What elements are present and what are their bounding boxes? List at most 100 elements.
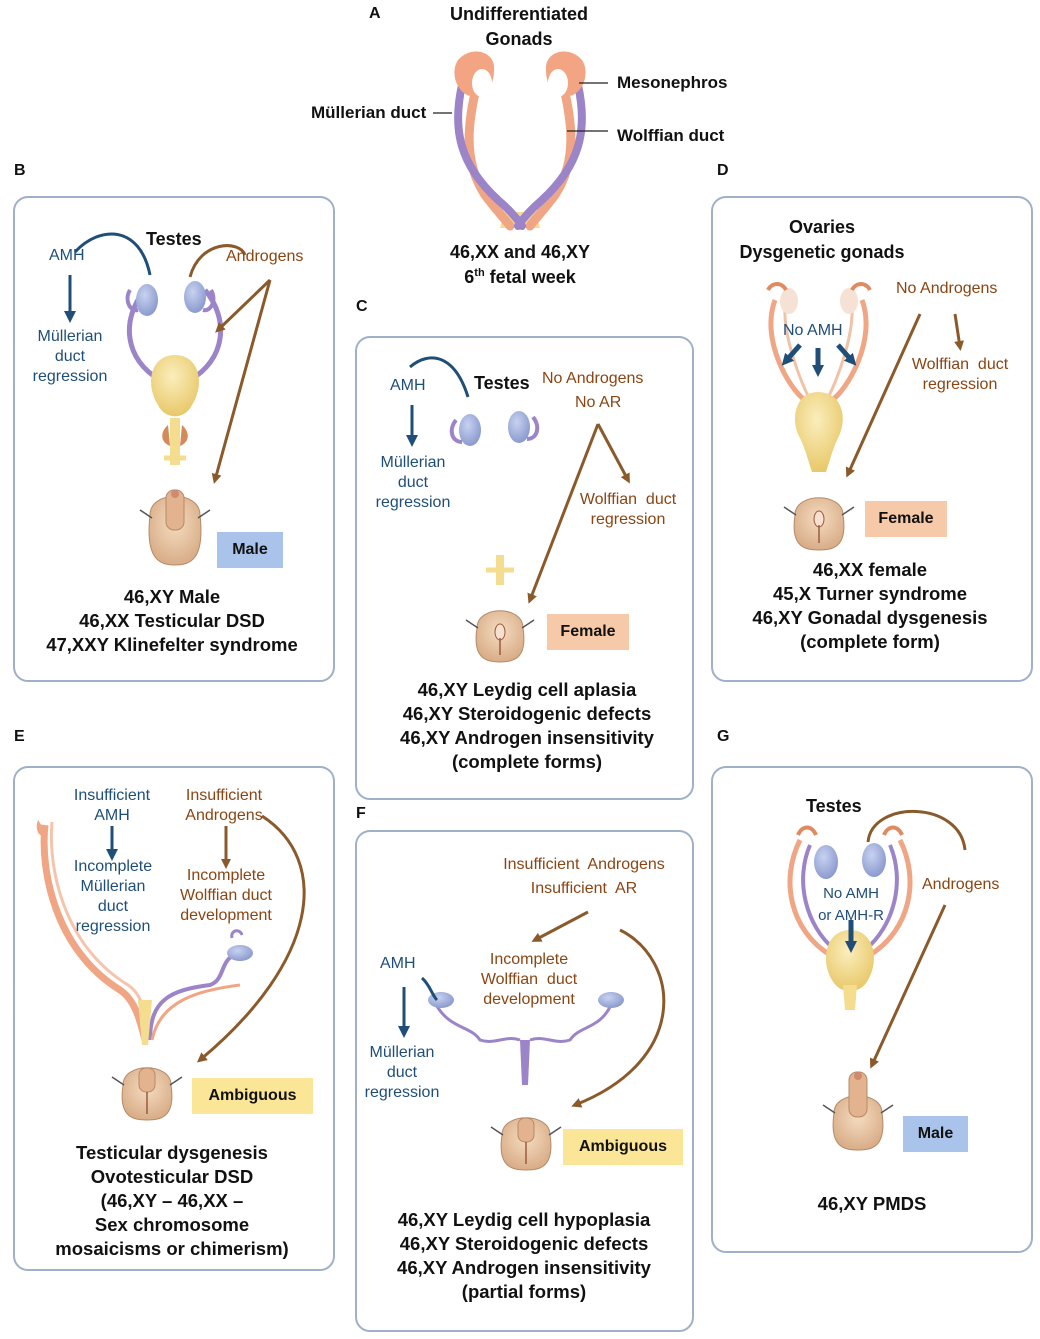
panel-d-title-line2: Dysgenetic gonads: [739, 242, 905, 262]
panel-f-mullerian-line3: regression: [364, 1084, 440, 1101]
panel-f-caption-line: 46,XY Steroidogenic defects: [399, 1233, 649, 1254]
panel-b-caption-line: 46,XY Male: [123, 586, 221, 607]
panel-c-no-ar: No AR: [575, 394, 622, 411]
panel-e-insuff-amh-line1: Insufficient: [73, 787, 151, 804]
panel-g-no-amh-line2: or AMH-R: [818, 907, 884, 924]
panel-f-caption: 46,XY Leydig cell hypoplasia 46,XY Stero…: [397, 1208, 651, 1304]
panel-b-arrows: [64, 232, 272, 484]
panel-e-incomplete-wol-line1: Incomplete: [186, 867, 266, 884]
panel-b-testes: Testes: [146, 229, 202, 249]
panel-d-caption-line: 45,X Turner syndrome: [773, 583, 967, 604]
panel-f-incomplete-line2: Wolffian duct: [480, 971, 578, 988]
panel-c-testes: Testes: [474, 373, 530, 393]
panel-g-letter: G: [717, 728, 730, 745]
panel-f-badge-ambiguous: Ambiguous: [563, 1129, 683, 1165]
panel-b-badge-male: Male: [217, 532, 283, 568]
panel-c-letter: C: [356, 298, 368, 315]
panel-b-genitalia: [139, 489, 211, 566]
panel-a-leaders: [433, 82, 608, 132]
label-wolffian-duct: Wolffian duct: [617, 126, 725, 145]
panel-g-frame: [711, 766, 1033, 1253]
panel-a-letter: A: [369, 5, 381, 22]
panel-d-badge-female: Female: [865, 501, 947, 537]
panel-a-anatomy: [454, 51, 586, 231]
panel-b-androgens: Androgens: [226, 248, 304, 265]
panel-f-incomplete-line1: Incomplete: [489, 951, 569, 968]
panel-e-arrows: [106, 814, 306, 1063]
panel-b-mullerian-line1: Müllerian: [37, 328, 103, 345]
panel-d-letter: D: [717, 162, 729, 179]
panel-e-incomplete-mul-line3: duct: [97, 898, 129, 915]
panel-b-caption-line: 47,XXY Klinefelter syndrome: [46, 634, 298, 655]
panel-f-insuff-androgens: Insufficient Androgens: [503, 856, 665, 873]
panel-a-title-line2: Gonads: [485, 29, 553, 49]
panel-f-insuff-ar: Insufficient AR: [530, 880, 638, 897]
panel-d-frame: [711, 196, 1033, 682]
panel-e-incomplete-mul-line4: regression: [75, 918, 151, 935]
panel-c-arrows: [406, 356, 630, 604]
panel-b-amh: AMH: [49, 247, 85, 264]
panel-c-mullerian-line3: regression: [375, 494, 451, 511]
panel-e-incomplete-mul-line1: Incomplete: [73, 858, 153, 875]
panel-g-caption-line: 46,XY PMDS: [817, 1193, 927, 1214]
panel-f-caption-line: (partial forms): [461, 1281, 587, 1302]
panel-c-badge-female: Female: [547, 614, 629, 650]
panel-d-no-amh: No AMH: [783, 322, 843, 339]
panel-b-caption-line: 46,XX Testicular DSD: [79, 610, 265, 631]
panel-d-caption-line: 46,XY Gonadal dysgenesis: [752, 607, 988, 628]
panel-e-caption: Testicular dysgenesis Ovotesticular DSD …: [55, 1141, 288, 1261]
panel-c-caption: 46,XY Leydig cell aplasia 46,XY Steroido…: [400, 678, 654, 774]
panel-c-no-androgens: No Androgens: [542, 370, 644, 387]
panel-e-caption-line: (46,XY – 46,XX –: [100, 1190, 244, 1211]
label-mesonephros: Mesonephros: [617, 73, 728, 92]
panel-g-badge-male: Male: [903, 1116, 968, 1152]
panel-c-caption-line: 46,XY Steroidogenic defects: [402, 703, 652, 724]
panel-e-caption-line: Ovotesticular DSD: [90, 1166, 254, 1187]
panel-d-wolffian-line1: Wolffian duct: [911, 356, 1009, 373]
panel-g-arrows: [845, 810, 967, 1069]
panel-c-wolffian-line1: Wolffian duct: [579, 491, 677, 508]
panel-e-anatomy: [36, 820, 253, 1045]
panel-d-arrows: [781, 313, 965, 478]
panel-e-letter: E: [14, 728, 25, 745]
panel-e-incomplete-wol-line3: development: [180, 907, 272, 924]
panel-e-incomplete-mul-line2: Müllerian: [80, 878, 146, 895]
panel-e-caption-line: Sex chromosome: [94, 1214, 250, 1235]
panel-c-wolffian-line2: regression: [590, 511, 666, 528]
panel-c-genitalia: [465, 610, 535, 663]
panel-f-arrows: [398, 910, 666, 1108]
panel-f-anatomy: [428, 992, 624, 1085]
panel-e-badge-ambiguous: Ambiguous: [192, 1078, 313, 1114]
panel-f-genitalia: [490, 1117, 562, 1171]
panel-e-caption-line: Testicular dysgenesis: [76, 1142, 268, 1163]
panel-e-caption-line: mosaicisms or chimerism): [55, 1238, 289, 1259]
panel-g-caption: 46,XY PMDS: [818, 1192, 927, 1216]
panel-c-caption-line: 46,XY Androgen insensitivity: [400, 727, 654, 748]
panel-e-insuff-amh-line2: AMH: [94, 807, 130, 824]
panel-d-caption: 46,XX female 45,X Turner syndrome 46,XY …: [752, 558, 987, 654]
panel-c-frame: [355, 336, 694, 800]
panel-d-no-androgens: No Androgens: [896, 280, 998, 297]
panel-c-anatomy: [449, 411, 540, 585]
panel-d-genitalia: [783, 497, 855, 551]
panel-c-caption-line: (complete forms): [451, 751, 603, 772]
panel-d-wolffian-line2: regression: [922, 376, 998, 393]
panel-e-insuff-androgens-line1: Insufficient: [185, 787, 263, 804]
panel-f-incomplete-line3: development: [483, 991, 575, 1008]
panel-e-incomplete-wol-line2: Wolffian duct: [180, 887, 272, 904]
label-mullerian-duct: Müllerian duct: [311, 103, 427, 122]
panel-b-mullerian-line2: duct: [54, 348, 86, 365]
panel-f-mullerian-line1: Müllerian: [369, 1044, 435, 1061]
panel-e-genitalia: [111, 1067, 183, 1121]
panel-a-caption-line1: 46,XX and 46,XY: [449, 242, 591, 262]
panel-c-amh: AMH: [390, 377, 426, 394]
panel-f-letter: F: [356, 805, 366, 822]
panel-b-caption: 46,XY Male 46,XX Testicular DSD 47,XXY K…: [46, 585, 298, 657]
panel-b-mullerian-line3: regression: [32, 368, 108, 385]
panel-f-amh: AMH: [380, 955, 416, 972]
panel-g-androgens: Androgens: [922, 876, 1000, 893]
panel-d-anatomy: [766, 282, 872, 472]
panel-g-testes: Testes: [806, 796, 862, 816]
panel-b-frame: [13, 196, 335, 682]
panel-a-caption-line2: 6th fetal week: [464, 267, 576, 287]
